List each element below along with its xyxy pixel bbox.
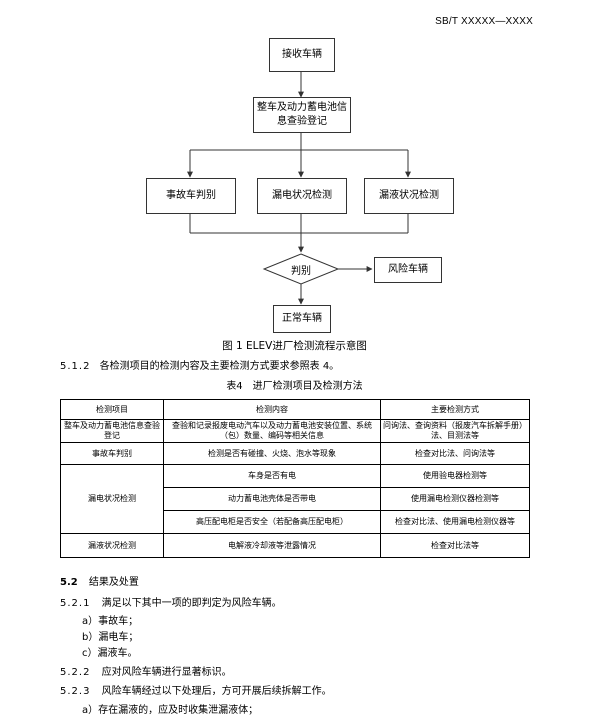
table-cell: 整车及动力蓄电池信息查验登记: [60, 419, 164, 443]
flow-register-line2: 息查验登记: [277, 116, 327, 127]
standard-number: SB/T XXXXX—XXXX: [435, 16, 533, 27]
list-item: c）漏液车。: [82, 648, 138, 659]
list-item: b）漏电车；: [82, 632, 139, 643]
table-cell: 漏电状况检测: [60, 464, 164, 534]
table-cell: 查验和记录报废电动汽车以及动力蓄电池安装位置、系统（包）数量、编码等相关信息: [163, 419, 381, 443]
table-cell: 检查对比法、使用漏电检测仪器等: [380, 510, 530, 534]
flow-box-register: 整车及动力蓄电池信 息查验登记: [253, 97, 351, 133]
flow-box-normal: 正常车辆: [273, 305, 331, 333]
flow-diamond-judge-label: 判别: [291, 266, 311, 277]
table-caption: 表4 进厂检测项目及检测方法: [226, 381, 363, 392]
clause-5-2-2: 5.2.2 应对风险车辆进行显著标识。: [60, 663, 232, 678]
list-item: a）事故车；: [82, 616, 139, 627]
section-title: 结果及处置: [88, 577, 139, 588]
flow-box-leak-electric: 漏电状况检测: [257, 178, 347, 214]
clause-number: 5.2.3: [60, 686, 91, 697]
table-row: 动力蓄电池壳体是否带电 使用漏电检测仪器检测等: [61, 487, 530, 511]
clause-5-2-3: 5.2.3 风险车辆经过以下处理后，方可开展后续拆解工作。: [60, 682, 332, 697]
table-cell: 检查对比法、问询法等: [380, 442, 530, 465]
flow-box-leak-fluid: 漏液状况检测: [364, 178, 454, 214]
table-cell: 动力蓄电池壳体是否带电: [163, 487, 381, 511]
table-cell: 电解液冷却液等泄露情况: [163, 533, 381, 558]
clause-text: 满足以下其中一项的即判定为风险车辆。: [101, 598, 282, 609]
detection-table: 检测项目 检测内容 主要检测方式 整车及动力蓄电池信息查验登记 查验和记录报废电…: [60, 399, 530, 558]
table-row: 整车及动力蓄电池信息查验登记 查验和记录报废电动汽车以及动力蓄电池安装位置、系统…: [60, 419, 530, 443]
table-header-row: 检测项目 检测内容 主要检测方式: [60, 399, 530, 420]
clause-5-2-1: 5.2.1 满足以下其中一项的即判定为风险车辆。: [60, 594, 282, 609]
header-cell: 检测项目: [60, 399, 164, 420]
header-cell: 主要检测方式: [380, 399, 530, 420]
clause-number: 5.2.1: [60, 598, 91, 609]
table-cell: 漏液状况检测: [60, 533, 164, 558]
figure-caption: 图 1 ELEV进厂检测流程示意图: [222, 340, 367, 352]
section-5-2: 5.2 结果及处置: [60, 573, 139, 588]
flowchart-connectors: [187, 70, 411, 305]
flow-box-accident: 事故车判别: [146, 178, 236, 214]
table-cell: 检测是否有碰撞、火烧、泡水等现象: [163, 442, 381, 465]
table-row: 漏电状况检测 车身是否有电 使用验电器检测等: [60, 464, 530, 534]
table-row: 事故车判别 检测是否有碰撞、火烧、泡水等现象 检查对比法、问询法等: [60, 442, 530, 465]
table-cell: 问询法、查询资料（报废汽车拆解手册）法、目测法等: [380, 419, 530, 443]
table-cell: 使用漏电检测仪器检测等: [380, 487, 530, 511]
table-row: 漏液状况检测 电解液冷却液等泄露情况 检查对比法等: [60, 533, 530, 558]
table-cell: 使用验电器检测等: [380, 464, 530, 488]
clause-5-1-2: 5.1.2 各检测项目的检测内容及主要检测方式要求参照表 4。: [60, 357, 339, 372]
flow-box-risk: 风险车辆: [374, 257, 442, 283]
table-cell: 高压配电柜是否安全（若配备高压配电柜）: [163, 510, 381, 534]
header-cell: 检测内容: [163, 399, 381, 420]
clause-number: 5.1.2: [60, 361, 91, 372]
clause-number: 5.2.2: [60, 667, 91, 678]
clause-text: 应对风险车辆进行显著标识。: [101, 667, 232, 678]
section-number: 5.2: [60, 577, 78, 588]
flow-box-receive: 接收车辆: [269, 38, 335, 72]
flow-register-line1: 整车及动力蓄电池信: [257, 102, 347, 113]
table-cell: 车身是否有电: [163, 464, 381, 488]
list-item: a）存在漏液的，应及时收集泄漏液体；: [82, 705, 259, 716]
table-cell: 检查对比法等: [380, 533, 530, 558]
clause-text: 风险车辆经过以下处理后，方可开展后续拆解工作。: [101, 686, 332, 697]
table-cell: 事故车判别: [60, 442, 164, 465]
clause-text: 各检测项目的检测内容及主要检测方式要求参照表 4。: [99, 361, 340, 372]
